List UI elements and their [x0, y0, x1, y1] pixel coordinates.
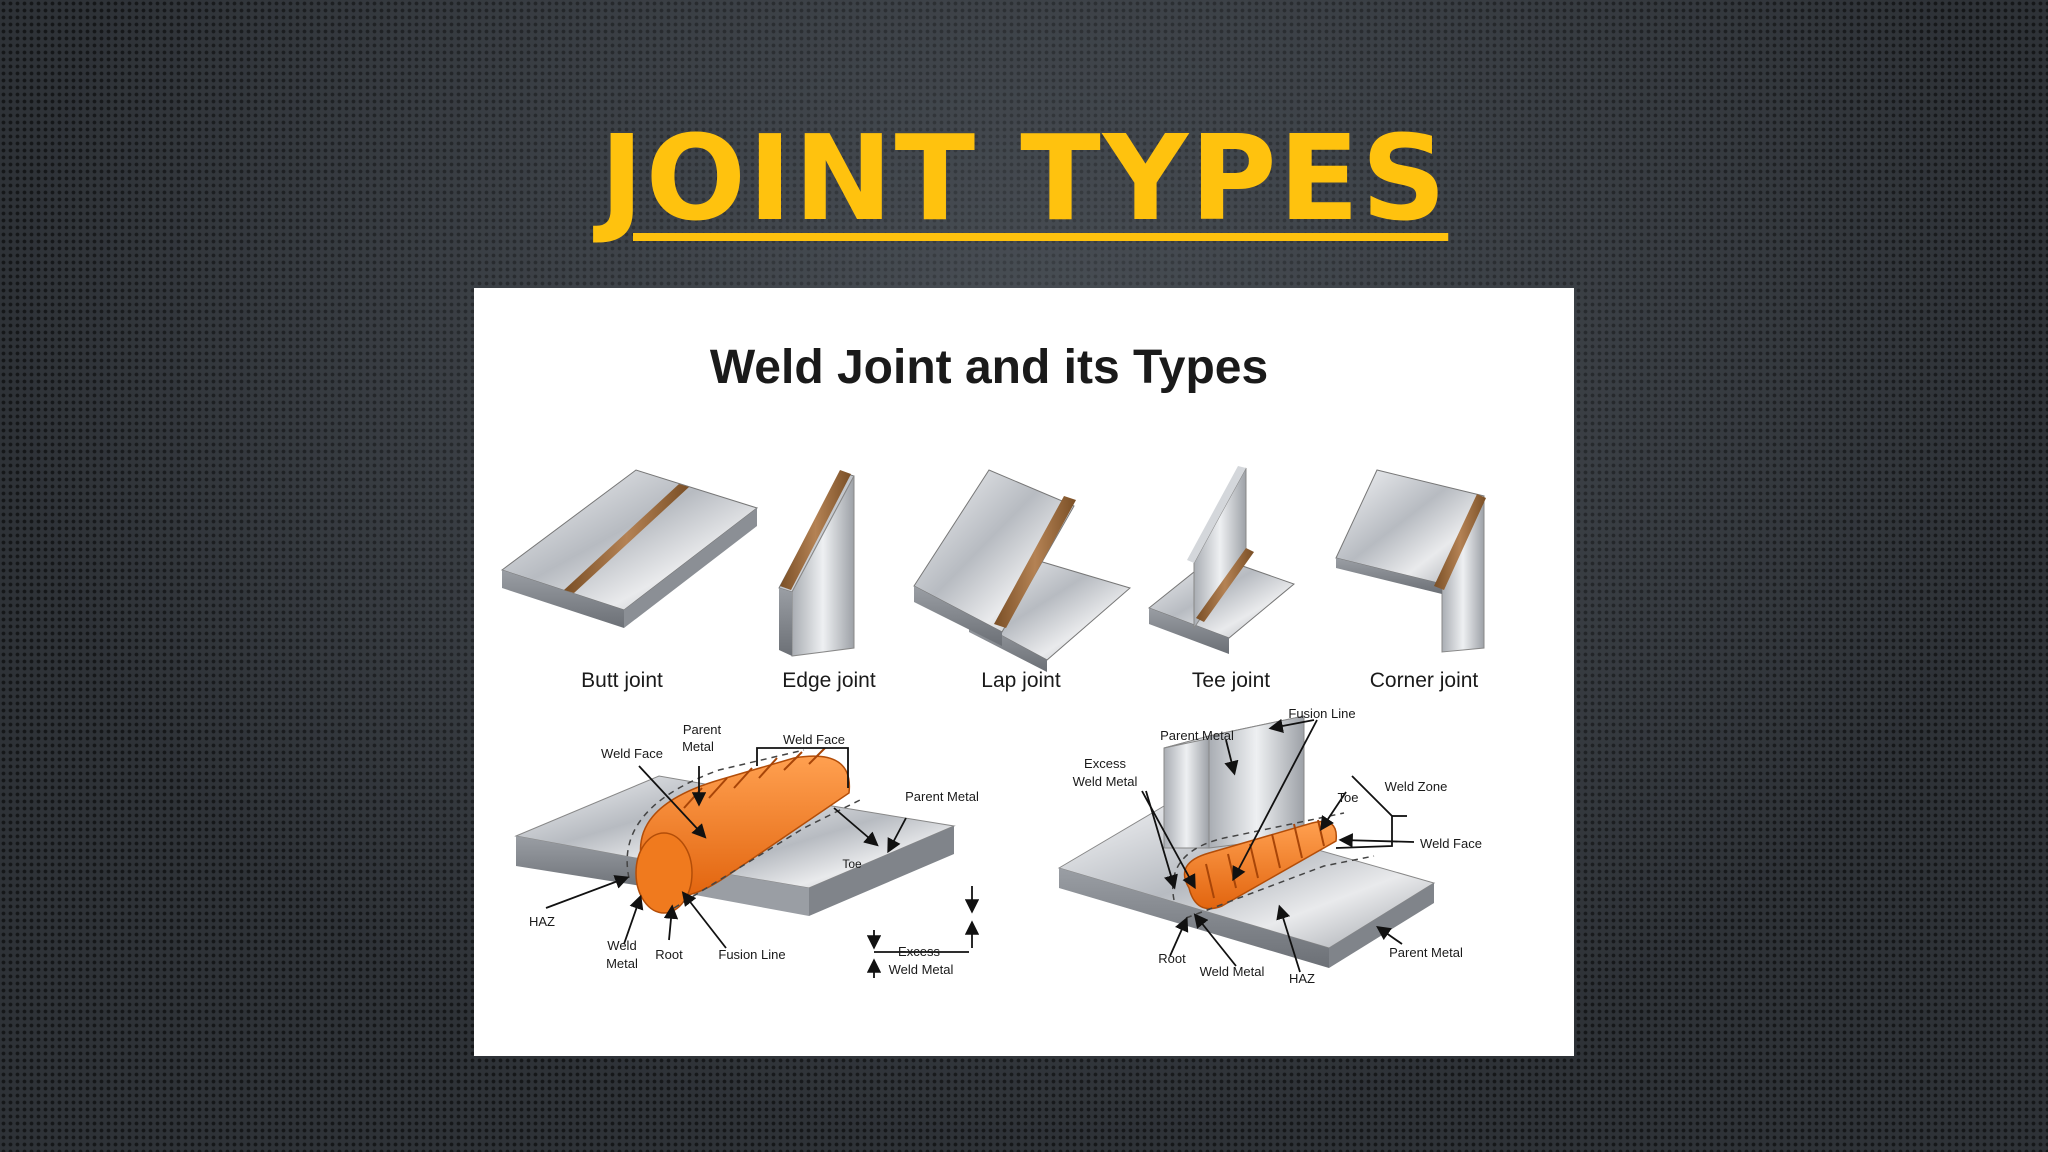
butt-label-parent-1: Parent [683, 722, 722, 737]
tee-label-weld-metal: Weld Metal [1200, 964, 1265, 979]
corner-joint-illustration [1335, 469, 1486, 653]
tee-label-root: Root [1158, 951, 1186, 966]
tee-label-parent-top: Parent Metal [1160, 728, 1234, 743]
tee-label-fusion-line: Fusion Line [1288, 706, 1355, 721]
tee-label-toe: Toe [1338, 790, 1359, 805]
tee-label-weld-face: Weld Face [1420, 836, 1482, 851]
butt-label-haz: HAZ [529, 914, 555, 929]
butt-label-excess-2: Weld Metal [889, 962, 954, 977]
butt-joint-illustration [500, 469, 759, 628]
butt-label-parent-right: Parent Metal [905, 789, 979, 804]
tee-weld-detail [1057, 715, 1436, 968]
slide-title: JOINT TYPES [599, 109, 1449, 247]
butt-label-parent-2: Metal [682, 739, 714, 754]
joint-label-tee: Tee joint [1192, 669, 1270, 692]
tee-label-excess-1: Excess [1084, 756, 1126, 771]
lap-joint-illustration [913, 469, 1132, 672]
weld-joint-figure: Weld Joint and its Types Butt joint [474, 288, 1574, 1056]
edge-joint-illustration [778, 470, 855, 657]
butt-label-weld-metal-1: Weld [607, 938, 636, 953]
joint-label-corner: Corner joint [1370, 669, 1479, 692]
butt-leader-lines [545, 747, 980, 978]
tee-label-parent-bottom: Parent Metal [1389, 945, 1463, 960]
butt-label-toe: Toe [842, 857, 862, 871]
butt-weld-detail [514, 747, 956, 916]
butt-label-fusion-line: Fusion Line [718, 947, 785, 962]
joint-label-lap: Lap joint [981, 669, 1061, 692]
butt-label-weld-metal-2: Metal [606, 956, 638, 971]
tee-label-weld-zone: Weld Zone [1385, 779, 1448, 794]
butt-label-root: Root [655, 947, 683, 962]
butt-label-weld-face-left: Weld Face [601, 746, 663, 761]
joint-label-edge: Edge joint [782, 669, 876, 692]
butt-label-excess-1: Excess [898, 944, 940, 959]
tee-leader-lines [1141, 718, 1415, 973]
butt-label-weld-face-top: Weld Face [783, 732, 845, 747]
figure-title: Weld Joint and its Types [710, 341, 1268, 394]
tee-label-haz: HAZ [1289, 971, 1315, 986]
joint-label-butt: Butt joint [581, 669, 663, 692]
tee-label-excess-2: Weld Metal [1073, 774, 1138, 789]
tee-joint-illustration [1148, 466, 1295, 654]
weld-joint-diagram: Weld Joint and its Types Butt joint [500, 341, 1486, 986]
